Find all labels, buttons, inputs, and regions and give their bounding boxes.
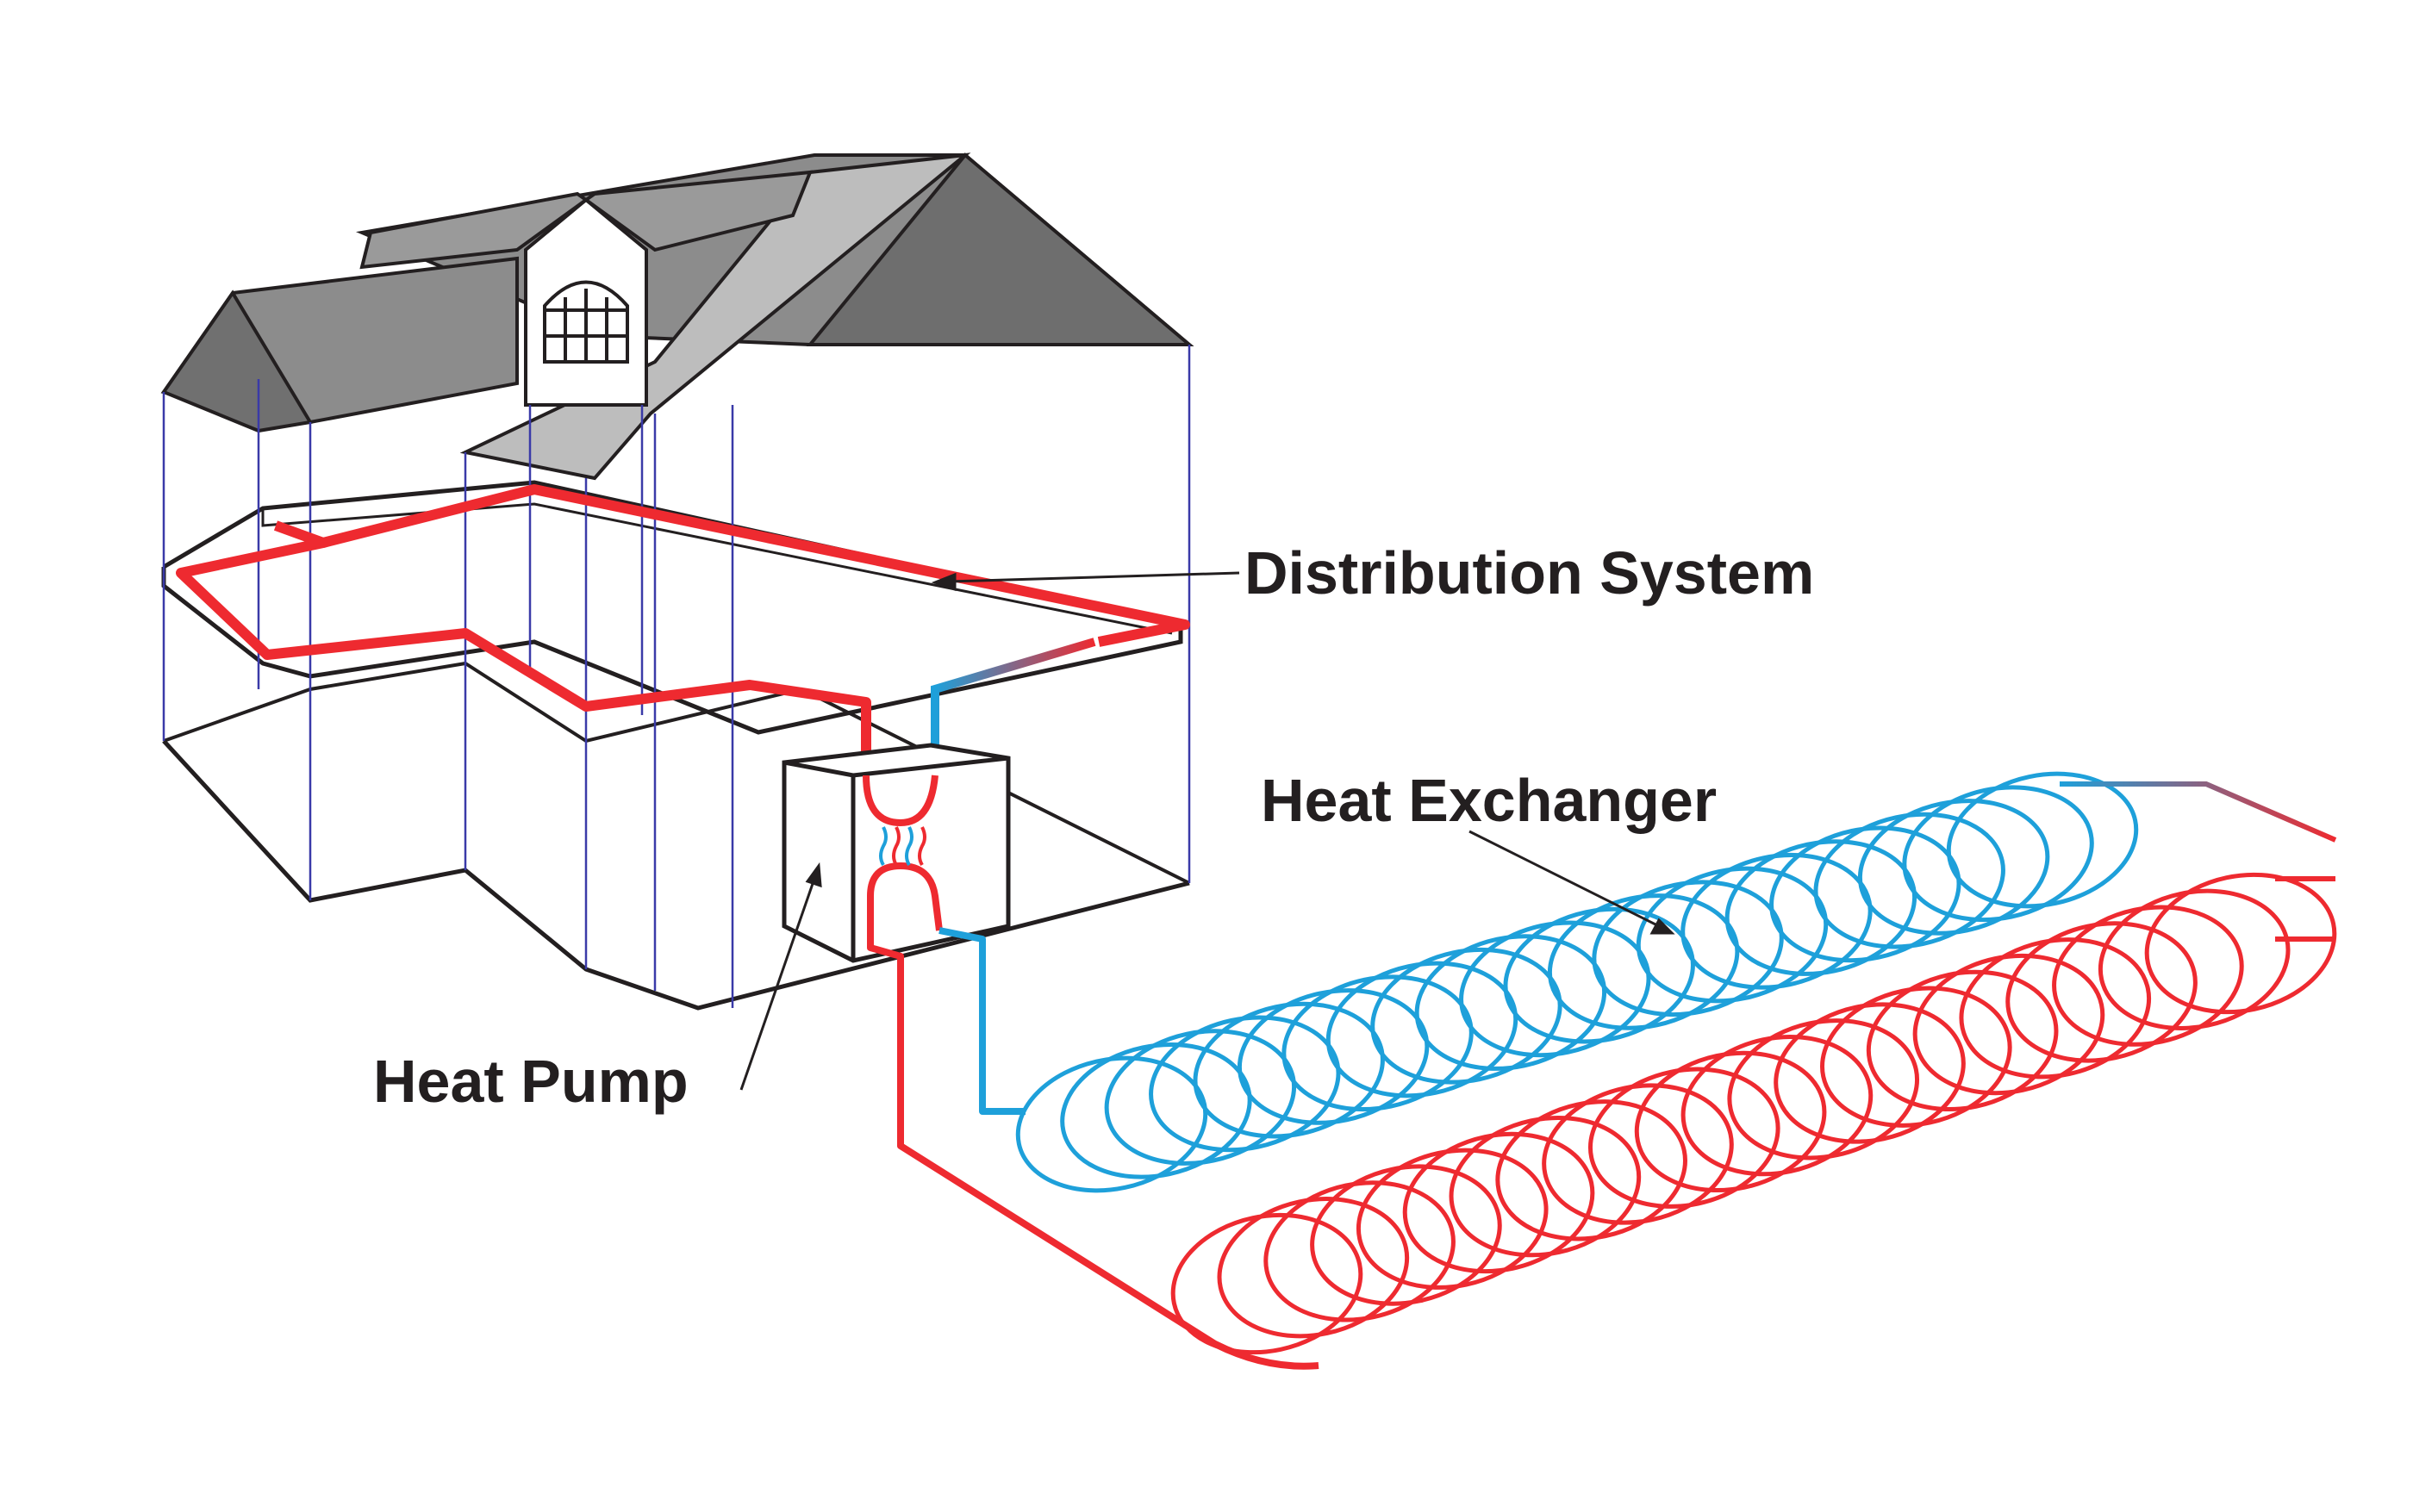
cold-coil-tail [2060, 781, 2337, 843]
hot-coil-loop [1774, 1002, 1966, 1144]
cold-coil-loop [1813, 812, 2005, 949]
hot-coil-loop [1542, 1083, 1734, 1225]
cold-coil-loop [1902, 785, 2094, 923]
floor-slab-inner [261, 502, 1173, 635]
hot-coil-loop [1912, 953, 2105, 1096]
distribution-system-label: Distribution System [1244, 539, 1815, 607]
cold-ground-pipe [938, 927, 1026, 1115]
distribution-pipe-top [321, 484, 1190, 647]
hot-coil-loop [1449, 1115, 1642, 1258]
house [160, 152, 1194, 1011]
hot-coil-loop [1310, 1164, 1502, 1306]
pump-heat-waves [879, 826, 926, 867]
heat-exchanger-hot-coil [1170, 872, 2337, 1355]
hot-coil-loop [1170, 1212, 1363, 1355]
house-base-outline [162, 739, 1190, 1011]
hot-coil-loop [2052, 905, 2244, 1047]
distribution-pipe [176, 520, 871, 775]
dormer-roof-right [583, 170, 814, 252]
hot-coil-loop [2005, 921, 2198, 1063]
hot-coil-loop [1959, 937, 2152, 1080]
pump-loop-hot-top [863, 775, 938, 827]
hot-coil-loop [1356, 1148, 1549, 1290]
hot-coil-loop [2144, 872, 2337, 1015]
hot-coil-loop [1727, 1018, 1920, 1160]
hot-coil-loop [1634, 1050, 1827, 1193]
distribution-return-pipe [931, 638, 1096, 758]
heat-pump-label: Heat Pump [373, 1048, 689, 1115]
heat-exchanger-cold-coil [1015, 771, 2139, 1193]
hot-coil-loop [2098, 888, 2291, 1030]
floor-slab-outer [161, 480, 1183, 735]
hot-ground-pipe [867, 930, 1319, 1370]
pump-loop-hot-bottom [867, 862, 943, 931]
hot-coil-loop [1680, 1034, 1874, 1177]
heat-pump-unit [782, 743, 1011, 963]
heat-exchanger-label: Heat Exchanger [1261, 767, 1718, 834]
hot-coil-loop [1820, 986, 2012, 1128]
dormer-window [543, 280, 629, 364]
label-pointers [739, 571, 1675, 1091]
hot-coil-loop [1495, 1099, 1687, 1241]
hot-coil-tail [2275, 876, 2335, 942]
hot-coil-loop [1217, 1197, 1410, 1339]
hot-coil-loop [1587, 1067, 1780, 1209]
roof-right-face [806, 152, 1194, 346]
cold-coil-loop [1857, 799, 2050, 936]
cold-coil-loop [1946, 771, 2139, 909]
hot-coil-loop [1263, 1180, 1456, 1322]
hot-coil-loop [1866, 969, 2059, 1112]
dormer-roof-left [359, 191, 589, 270]
hot-coil-loop [1402, 1131, 1595, 1274]
